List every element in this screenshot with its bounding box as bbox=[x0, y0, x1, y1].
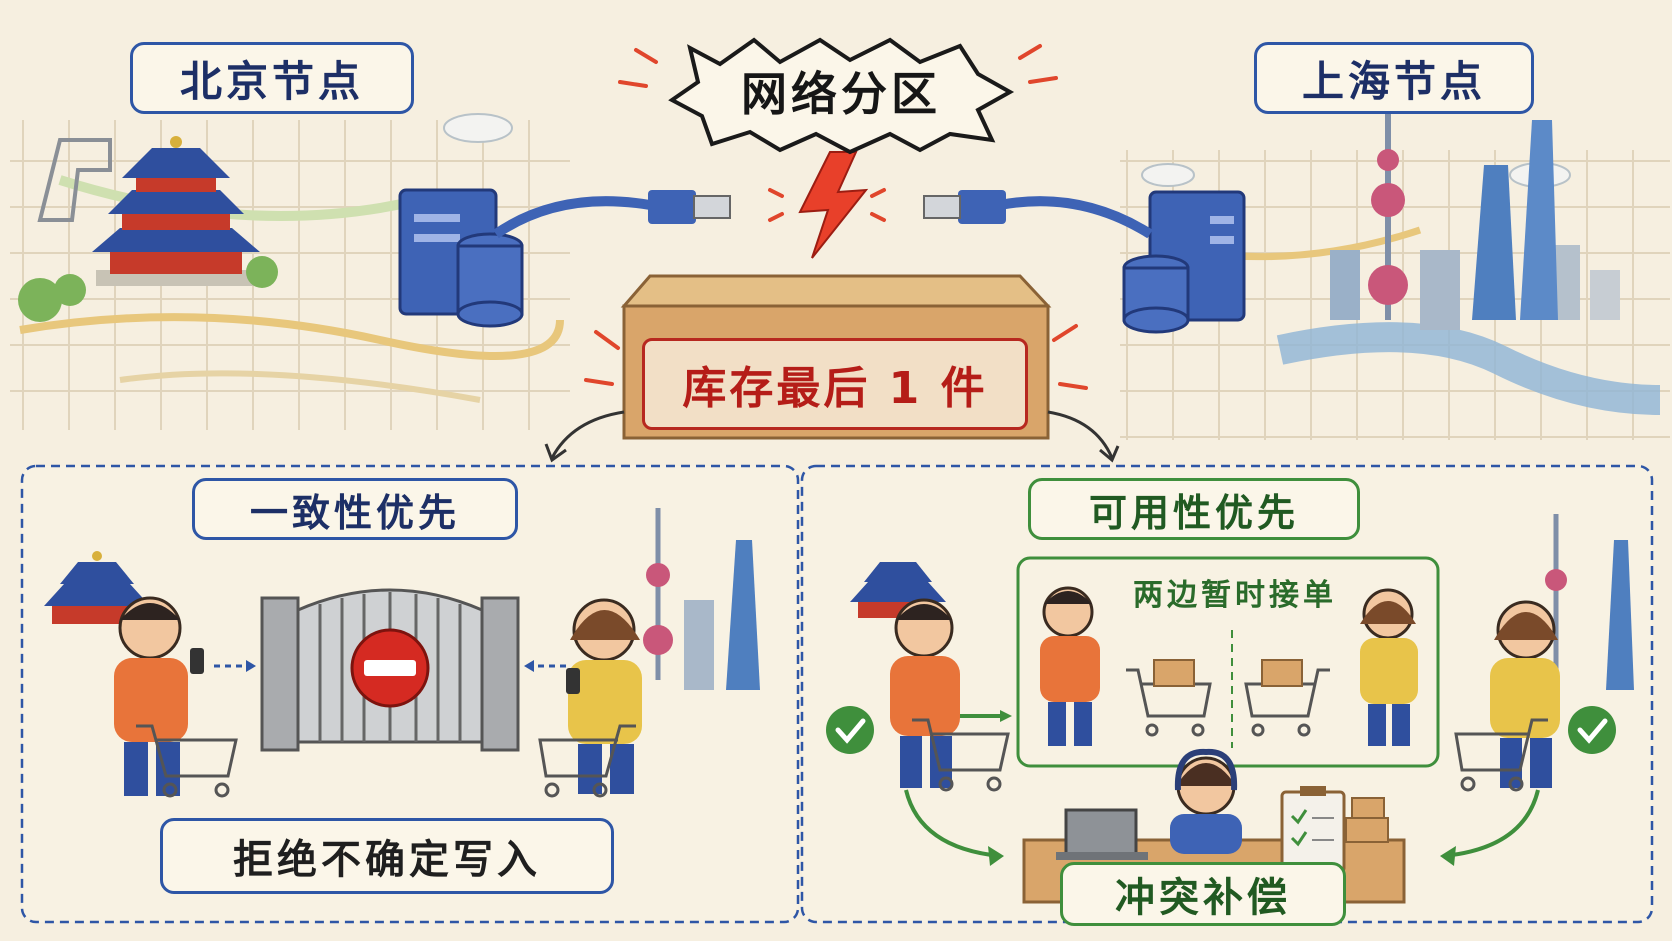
consistency-first-title: 一致性优先 bbox=[192, 478, 518, 540]
customer-beijing bbox=[1040, 586, 1100, 746]
availability-first-title: 可用性优先 bbox=[1028, 478, 1360, 540]
temple-of-heaven-icon bbox=[44, 551, 150, 624]
database-icon bbox=[456, 232, 524, 328]
reject-uncertain-writes: 拒绝不确定写入 bbox=[160, 818, 614, 894]
check-icon bbox=[1568, 706, 1616, 754]
shopping-cart-icon bbox=[136, 724, 238, 798]
shopping-cart-icon bbox=[1126, 668, 1212, 737]
tree-icon bbox=[18, 256, 278, 322]
stock-last-one-label: 库存最后 1 件 bbox=[642, 338, 1028, 430]
headset-icon bbox=[1174, 748, 1238, 791]
network-cable-icon bbox=[493, 190, 1153, 239]
customer-shanghai bbox=[566, 598, 642, 794]
check-icon bbox=[826, 706, 874, 754]
beijing-node-label: 北京节点 bbox=[130, 42, 414, 114]
customer-shanghai bbox=[1360, 588, 1418, 746]
lightning-icon bbox=[798, 151, 869, 259]
both-sides-accept-orders: 两边暂时接单 bbox=[1133, 578, 1337, 613]
laptop-icon bbox=[1056, 808, 1148, 860]
shopping-cart-icon bbox=[538, 724, 636, 798]
partition-burst bbox=[668, 37, 1015, 155]
spark-marks bbox=[584, 44, 1088, 390]
network-partition-label: 网络分区 bbox=[741, 67, 941, 121]
shanghai-skyline-icon bbox=[1545, 514, 1634, 690]
conflict-compensation: 冲突补偿 bbox=[1060, 862, 1346, 926]
shopping-cart-icon bbox=[1454, 718, 1548, 792]
package-icon bbox=[1261, 659, 1303, 687]
package-icon bbox=[1345, 797, 1389, 843]
database-icon bbox=[1122, 254, 1190, 334]
shanghai-skyline-icon bbox=[643, 508, 760, 690]
stop-sign-icon bbox=[350, 628, 430, 708]
flow-arrows bbox=[904, 714, 1540, 858]
split-arrows bbox=[544, 410, 1120, 463]
phone-icon bbox=[566, 668, 580, 694]
cctv-tower-icon bbox=[37, 138, 112, 222]
shopping-cart-icon bbox=[1244, 668, 1330, 737]
shanghai-node-label: 上海节点 bbox=[1254, 42, 1534, 114]
customer-shanghai bbox=[1490, 600, 1560, 788]
temple-of-heaven-icon bbox=[92, 136, 260, 286]
phone-icon bbox=[190, 648, 204, 674]
package-icon bbox=[1153, 659, 1195, 687]
clipboard-icon bbox=[1280, 786, 1346, 874]
shopping-cart-icon bbox=[912, 718, 1010, 792]
support-agent bbox=[1170, 748, 1242, 854]
cloud-icon bbox=[443, 113, 1571, 188]
shanghai-skyline-icon bbox=[1330, 110, 1620, 330]
customer-beijing bbox=[114, 596, 204, 796]
